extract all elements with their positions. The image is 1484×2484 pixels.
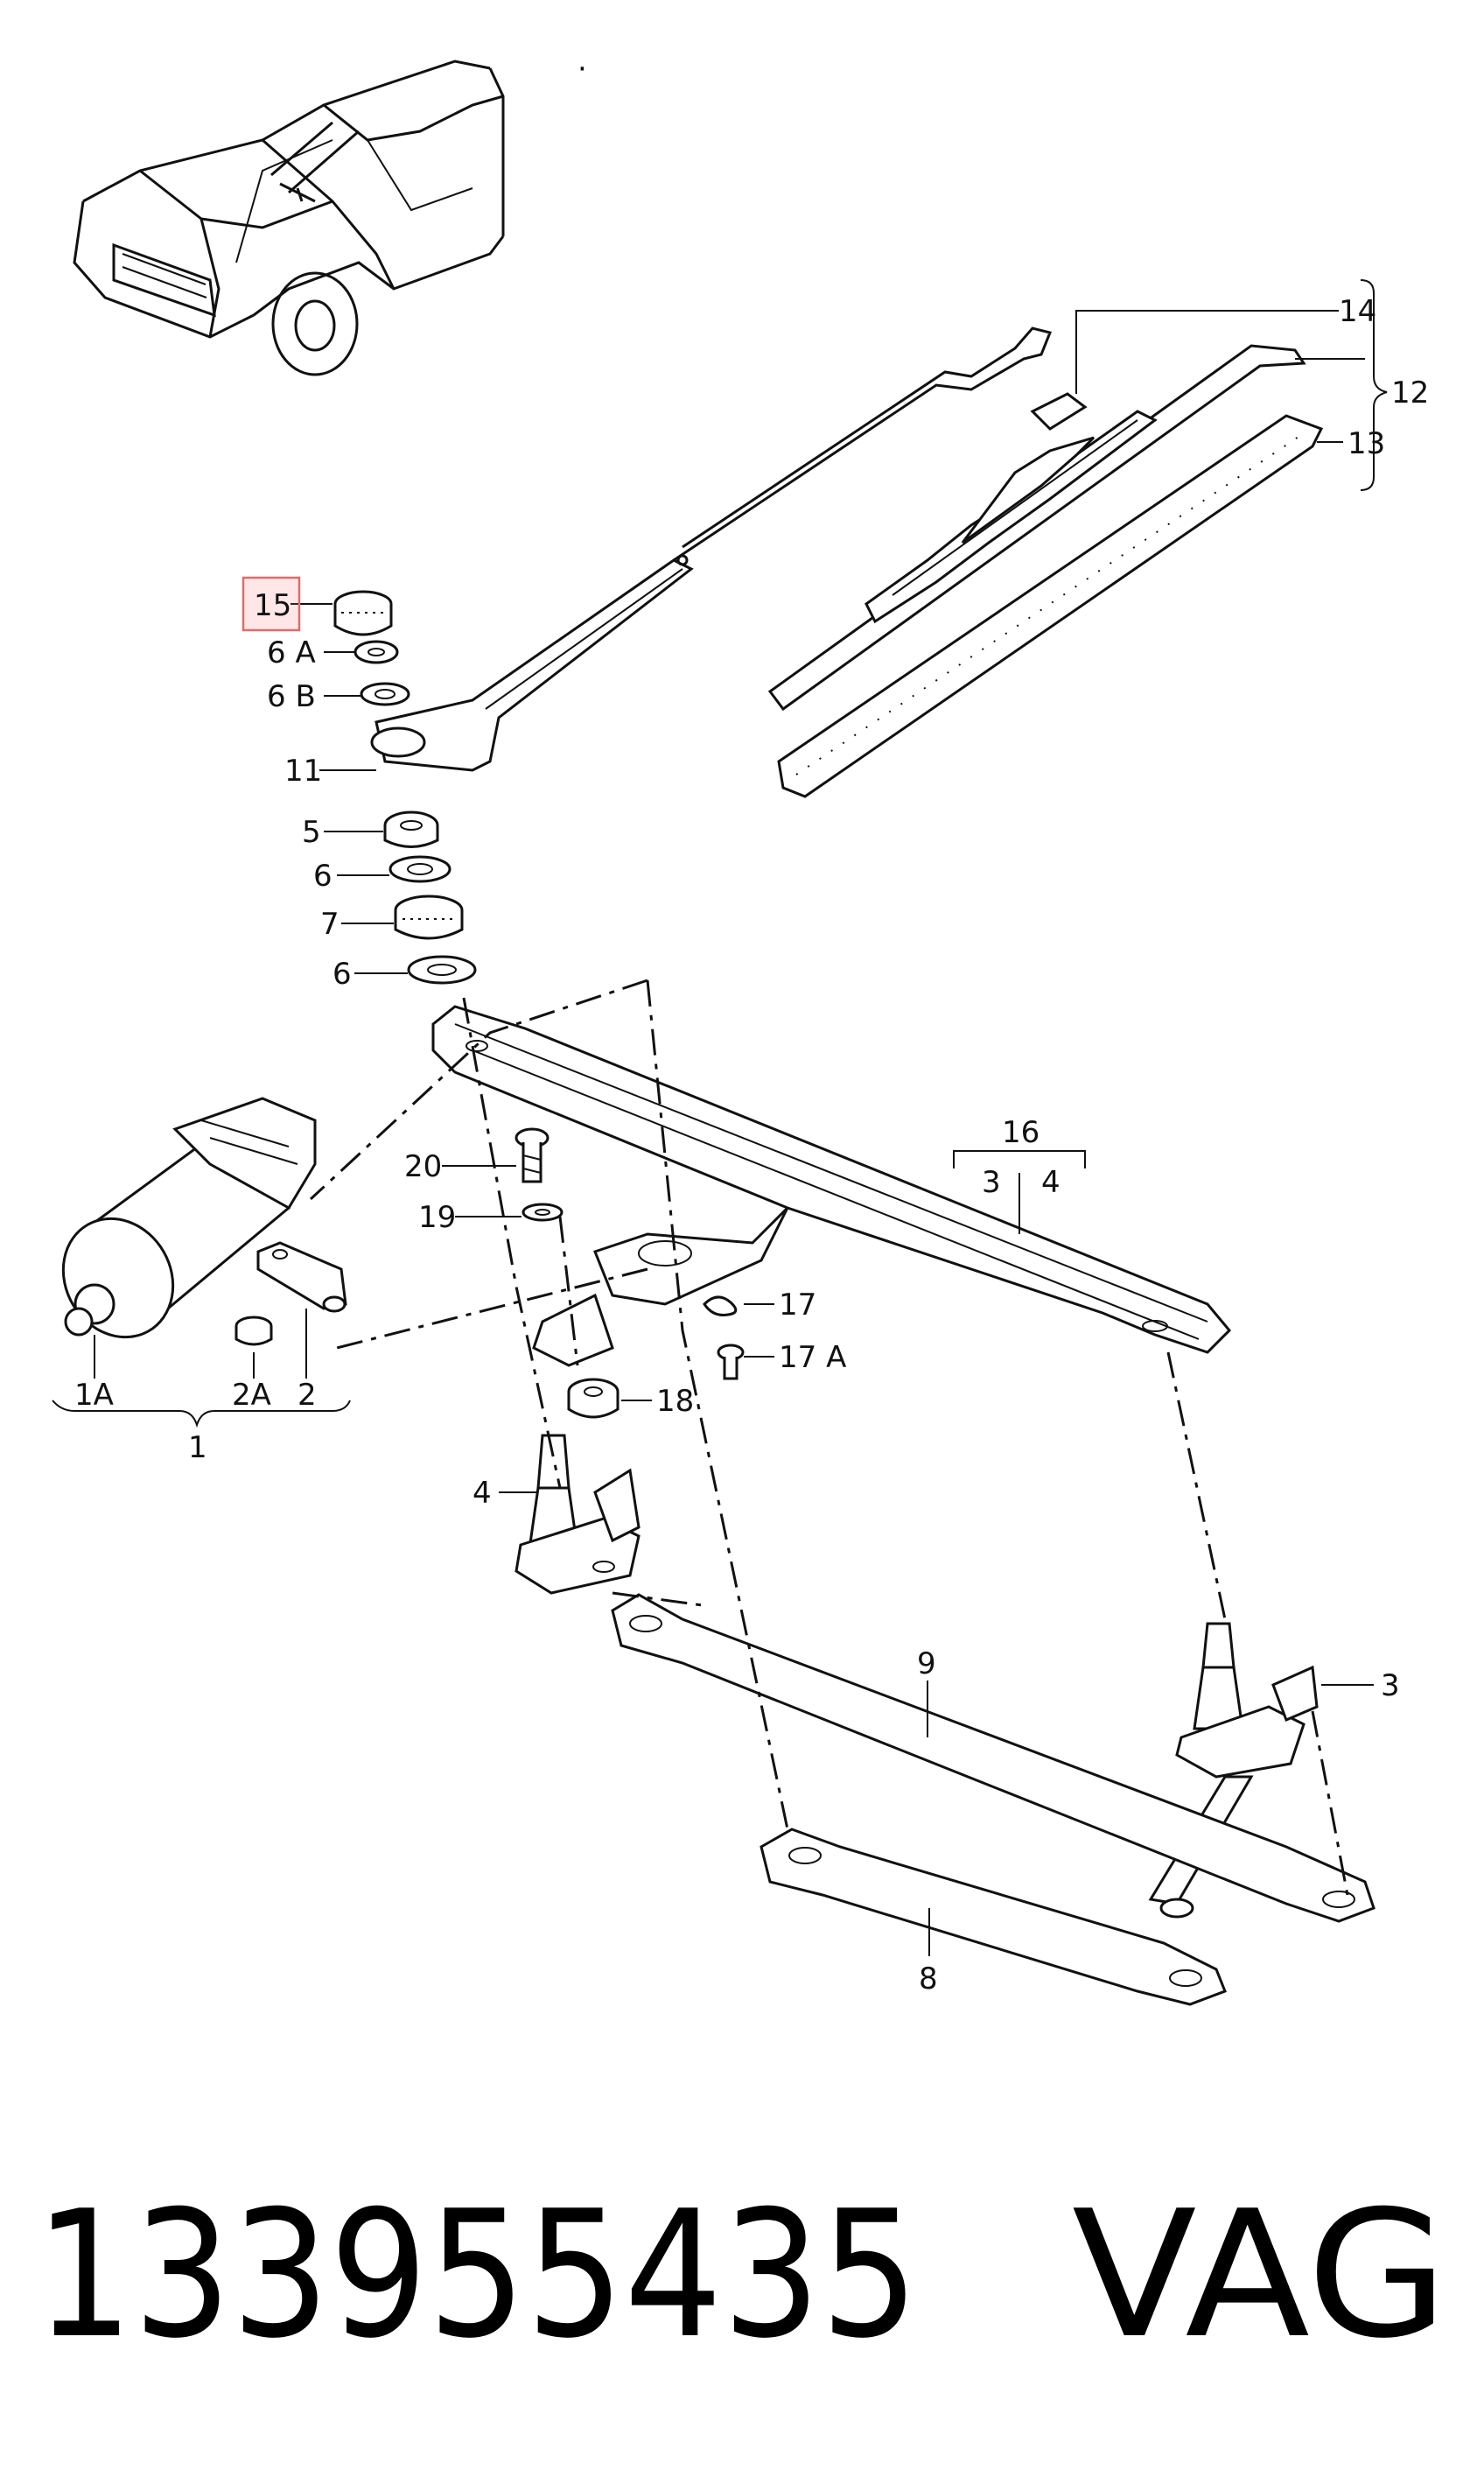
callout-4: 4 xyxy=(472,1476,492,1511)
blade-clip xyxy=(1030,392,1088,431)
brand-label: VAG xyxy=(1072,2173,1448,2377)
callout-14: 14 xyxy=(1339,294,1376,329)
highlight-box xyxy=(242,576,301,632)
callout-2: 2 xyxy=(298,1378,317,1413)
callout-9: 9 xyxy=(917,1646,936,1681)
pivot-bearing-4 xyxy=(514,1434,640,1595)
washer-6B xyxy=(360,682,410,706)
callout-5: 5 xyxy=(302,815,321,850)
bolt-17A xyxy=(717,1344,745,1380)
callout-6A: 6 A xyxy=(267,635,316,670)
callout-19: 19 xyxy=(418,1200,456,1235)
svg-text:·: · xyxy=(578,52,587,87)
grommet-18 xyxy=(567,1378,620,1419)
callout-20: 20 xyxy=(404,1149,442,1184)
callout-2A: 2A xyxy=(232,1378,271,1413)
washer-6-upper xyxy=(388,855,452,883)
part-number: 133955435 xyxy=(35,2173,919,2377)
washer-19 xyxy=(522,1203,564,1222)
callout-11: 11 xyxy=(284,754,322,789)
callout-18: 18 xyxy=(656,1384,694,1419)
callout-6B: 6 B xyxy=(267,679,316,714)
callout-16-4: 4 xyxy=(1041,1165,1060,1200)
cap-15 xyxy=(333,590,393,636)
nut-6A xyxy=(354,640,399,664)
nut-5 xyxy=(383,810,439,848)
washer-6-lower xyxy=(407,955,477,985)
wiper-frame xyxy=(431,1005,1232,1367)
callout-labels: 14 12 13 15 6 A 6 B 11 5 6 7 6 16 3 4 20… xyxy=(74,294,1429,1996)
clip-17 xyxy=(703,1295,738,1316)
grommet-7 xyxy=(394,895,464,940)
callout-17: 17 xyxy=(779,1288,816,1323)
linkage-rod-8 xyxy=(760,1828,1227,2006)
rubber-insert xyxy=(777,414,1324,798)
callout-1: 1 xyxy=(188,1430,207,1465)
wiper-motor xyxy=(61,1097,317,1339)
callout-16: 16 xyxy=(1002,1115,1040,1150)
alignment-lines xyxy=(309,979,1349,1896)
callout-1A: 1A xyxy=(74,1378,114,1413)
wiper-blade xyxy=(767,344,1306,712)
wiper-arm xyxy=(370,326,1053,772)
leader-lines xyxy=(52,279,1388,1956)
linkage-rod-9 xyxy=(611,1593,1376,1923)
callout-13: 13 xyxy=(1348,426,1385,461)
callout-8: 8 xyxy=(919,1961,938,1996)
callout-3: 3 xyxy=(1381,1668,1400,1703)
callout-12: 12 xyxy=(1391,375,1429,410)
callout-15: 15 xyxy=(254,588,291,623)
callout-16-3: 3 xyxy=(982,1165,1001,1200)
callout-7: 7 xyxy=(320,907,340,942)
motor-crank xyxy=(256,1241,347,1313)
callout-6-upper: 6 xyxy=(313,859,332,894)
nut-2A xyxy=(234,1316,273,1346)
callout-17A: 17 A xyxy=(779,1340,846,1375)
callout-6-lower: 6 xyxy=(332,957,352,992)
screw-20 xyxy=(514,1127,550,1183)
car-thumbnail: · xyxy=(73,52,587,376)
